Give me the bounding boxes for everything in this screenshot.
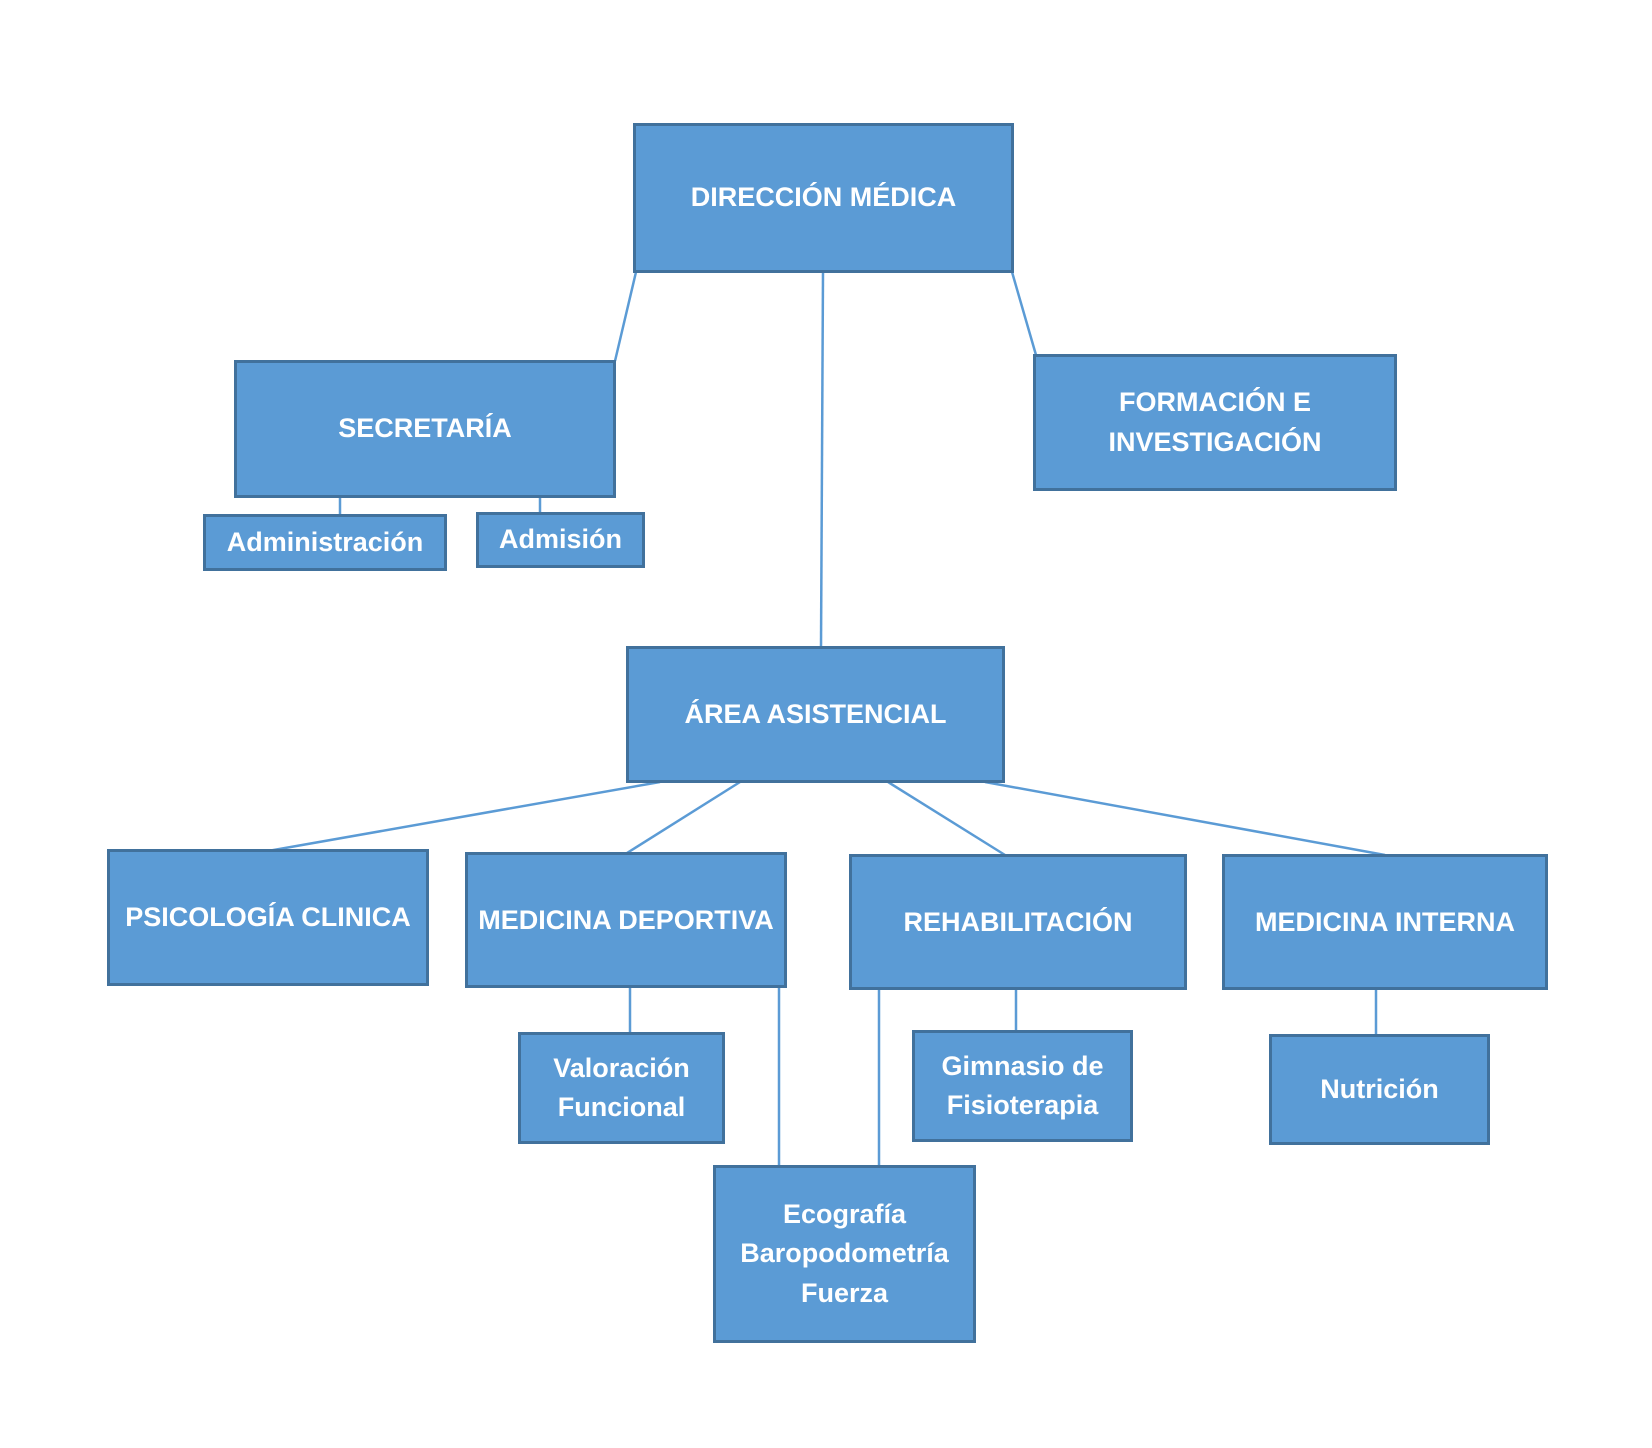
- node-psicologia-clinica: PSICOLOGÍA CLINICA: [107, 849, 429, 986]
- node-label: Valoración Funcional: [553, 1052, 690, 1122]
- edge-direccion-area: [819, 271, 825, 648]
- node-label: MEDICINA INTERNA: [1255, 907, 1515, 937]
- node-valoracion-funcional: Valoración Funcional: [518, 1032, 725, 1144]
- node-administracion: Administración: [203, 514, 447, 571]
- node-rehabilitacion: REHABILITACIÓN: [849, 854, 1187, 990]
- edge-area-psicologia: [267, 780, 661, 853]
- edge-area-rehabilitacion: [887, 780, 1006, 857]
- node-label: MEDICINA DEPORTIVA: [478, 905, 774, 935]
- node-medicina-interna: MEDICINA INTERNA: [1222, 854, 1548, 990]
- node-direccion-medica: DIRECCIÓN MÉDICA: [633, 123, 1014, 273]
- node-medicina-deportiva: MEDICINA DEPORTIVA: [465, 852, 787, 988]
- node-ecografia-baropodometria-fuerza: Ecografía Baropodometría Fuerza: [713, 1165, 976, 1343]
- node-admision: Admisión: [476, 512, 645, 568]
- edge-direccion-formacion: [1010, 271, 1038, 356]
- node-label: REHABILITACIÓN: [903, 907, 1133, 937]
- node-label: Ecografía Baropodometría Fuerza: [740, 1199, 949, 1308]
- edge-direccion-secretaria: [613, 271, 638, 362]
- node-label: DIRECCIÓN MÉDICA: [690, 182, 957, 213]
- node-label: Gimnasio de Fisioterapia: [941, 1050, 1104, 1120]
- node-label: ÁREA ASISTENCIAL: [684, 698, 947, 729]
- node-gimnasio-fisioterapia: Gimnasio de Fisioterapia: [912, 1030, 1133, 1142]
- node-label: Admisión: [498, 524, 622, 555]
- node-nutricion: Nutrición: [1269, 1034, 1490, 1145]
- node-label: Administración: [226, 526, 424, 557]
- node-formacion-investigacion: FORMACIÓN E INVESTIGACIÓN: [1033, 354, 1397, 491]
- edge-area-med-deportiva: [626, 780, 741, 855]
- node-secretaria: SECRETARÍA: [234, 360, 616, 498]
- edge-area-med-interna: [984, 780, 1386, 857]
- node-area-asistencial: ÁREA ASISTENCIAL: [626, 646, 1005, 783]
- node-label: SECRETARÍA: [338, 413, 512, 444]
- node-label: Nutrición: [1320, 1073, 1439, 1104]
- node-label: FORMACIÓN E INVESTIGACIÓN: [1108, 387, 1322, 457]
- node-label: PSICOLOGÍA CLINICA: [125, 902, 411, 932]
